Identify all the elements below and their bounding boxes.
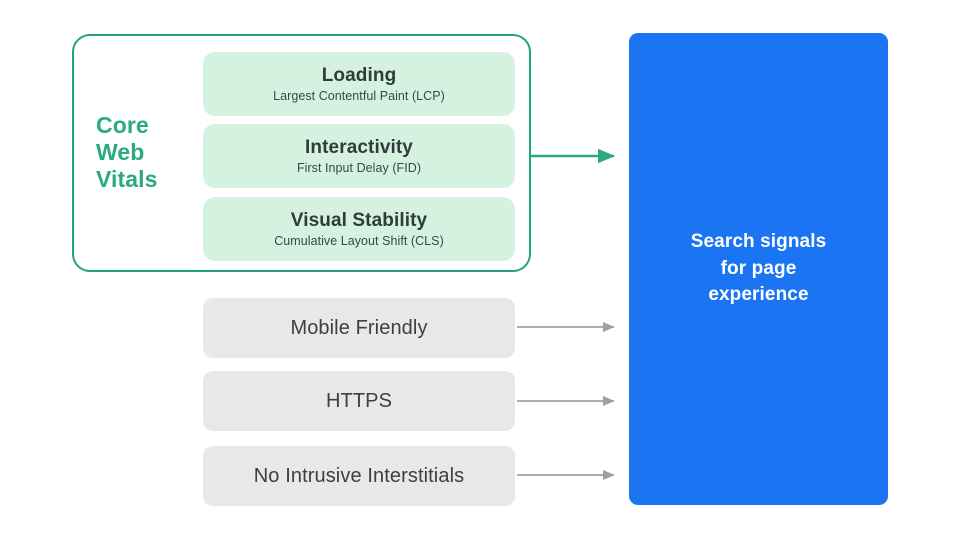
metric-title: Interactivity	[305, 136, 413, 158]
metric-title: Visual Stability	[290, 209, 428, 231]
core-web-vitals-label-line-2: Web	[96, 139, 145, 165]
metric-subtitle: Largest Contentful Paint (LCP)	[273, 88, 445, 103]
signal-card-mobile-friendly: Mobile Friendly	[203, 298, 515, 358]
metric-card-loading: Loading Largest Contentful Paint (LCP)	[203, 52, 515, 116]
core-web-vitals-group-box	[72, 34, 531, 272]
core-web-vitals-label-line-3: Vitals	[96, 166, 158, 192]
core-web-vitals-group-label: Core Web Vitals	[96, 112, 196, 193]
signal-label: Mobile Friendly	[290, 317, 428, 339]
metric-subtitle: First Input Delay (FID)	[296, 160, 422, 175]
metric-card-visual-stability: Visual Stability Cumulative Layout Shift…	[203, 197, 515, 261]
outcome-panel-text: Search signals for page experience	[690, 231, 827, 306]
signal-card-https: HTTPS	[203, 371, 515, 431]
metric-subtitle: Cumulative Layout Shift (CLS)	[274, 233, 444, 248]
signal-label: No Intrusive Interstitials	[253, 465, 465, 487]
signal-label: HTTPS	[325, 390, 393, 412]
signal-card-no-intrusive-interstitials: No Intrusive Interstitials	[203, 446, 515, 506]
core-web-vitals-label-line-1: Core	[96, 112, 149, 138]
metric-title: Loading	[321, 64, 397, 86]
search-signals-outcome-panel: Search signals for page experience	[629, 33, 888, 505]
metric-card-interactivity: Interactivity First Input Delay (FID)	[203, 124, 515, 188]
